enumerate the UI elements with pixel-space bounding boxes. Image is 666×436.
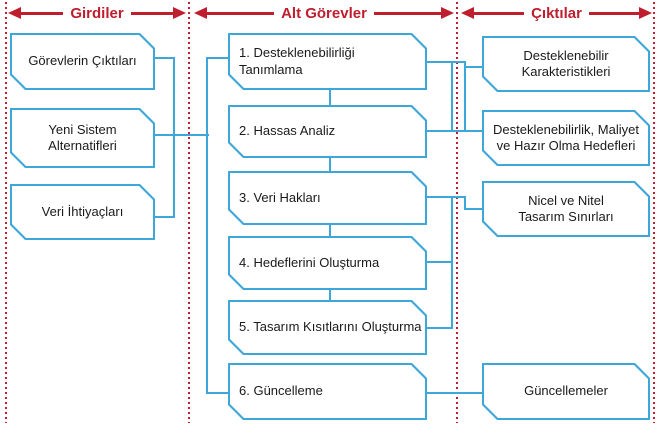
node-label: Desteklenebilirlik, Maliyet ve Hazır Olm… [484,112,648,164]
output-node-desteklenebilir-karakteristikleri: Desteklenebilir Karakteristikleri [482,36,650,92]
node-label: Desteklenebilir Karakteristikleri [484,38,648,90]
connector [329,89,331,107]
node-label: Görevlerin Çıktıları [12,35,153,88]
subtask-node-5: 5. Tasarım Kısıtlarını Oluşturma [228,300,427,355]
node-label: Güncellemeler [484,365,648,418]
inputs-header-arrow: Girdiler [8,4,187,22]
subtask-node-1: 1. Desteklenebilirliği Tanımlama [228,33,427,90]
connector [464,208,483,210]
subtask-node-4: 4. Hedeflerini Oluşturma [228,236,427,290]
connector [426,327,453,329]
node-label: 4. Hedeflerini Oluşturma [230,238,425,288]
connector [464,61,466,132]
arrow-right-icon [173,7,187,19]
node-label: 6. Güncelleme [230,365,425,418]
column-separator [653,2,655,423]
arrow-shaft [373,11,441,15]
output-node-nicel-nitel-tasarim-sinirlari: Nicel ve Nitel Tasarım Sınırları [482,181,650,237]
column-separator [188,2,190,423]
arrow-right-icon [441,7,454,19]
outputs-header-label: Çıktılar [531,4,582,22]
arrow-left-icon [8,7,21,19]
subtasks-header-label: Alt Görevler [281,4,367,22]
connector [329,289,331,302]
inputs-header-label: Girdiler [70,4,124,22]
arrow-shaft [130,11,174,15]
connector [426,196,466,198]
node-label: 3. Veri Hakları [230,173,425,223]
connector [426,130,483,132]
connector [173,57,175,218]
connector [206,57,229,59]
node-label: 5. Tasarım Kısıtlarını Oluşturma [230,302,425,353]
connector [206,392,229,394]
subtask-node-6: 6. Güncelleme [228,363,427,420]
arrow-right-icon [639,7,653,19]
connector [426,61,466,63]
output-node-guncellemeler: Güncellemeler [482,363,650,420]
connector [464,196,466,210]
column-separator [5,2,7,423]
node-label: Veri İhtiyaçları [12,186,153,238]
outputs-header-arrow: Çıktılar [461,4,653,22]
arrow-shaft [474,11,525,15]
connector [329,224,331,238]
connector [426,261,453,263]
node-label: Yeni Sistem Alternatifleri [12,110,153,166]
output-node-maliyet-hazir-olma-hedefleri: Desteklenebilirlik, Maliyet ve Hazır Olm… [482,110,650,166]
connector [426,392,483,394]
input-node-gorevlerin-ciktilari: Görevlerin Çıktıları [10,33,155,90]
column-separator [456,2,458,423]
node-label: 2. Hassas Analiz [230,107,425,156]
node-label: 1. Desteklenebilirliği Tanımlama [230,35,425,88]
subtask-node-3: 3. Veri Hakları [228,171,427,225]
connector [206,57,208,394]
subtask-node-2: 2. Hassas Analiz [228,105,427,158]
input-node-veri-ihtiyaclari: Veri İhtiyaçları [10,184,155,240]
connector [153,57,175,59]
arrow-shaft [207,11,275,15]
input-node-yeni-sistem-alternatifleri: Yeni Sistem Alternatifleri [10,108,155,168]
connector [464,66,483,68]
arrow-left-icon [461,7,474,19]
connector [153,134,209,136]
connector [329,156,331,173]
arrow-left-icon [194,7,207,19]
connector [153,216,175,218]
subtasks-header-arrow: Alt Görevler [194,4,454,22]
arrow-shaft [21,11,64,15]
arrow-shaft [588,11,640,15]
node-label: Nicel ve Nitel Tasarım Sınırları [484,183,648,235]
connector [451,61,453,132]
